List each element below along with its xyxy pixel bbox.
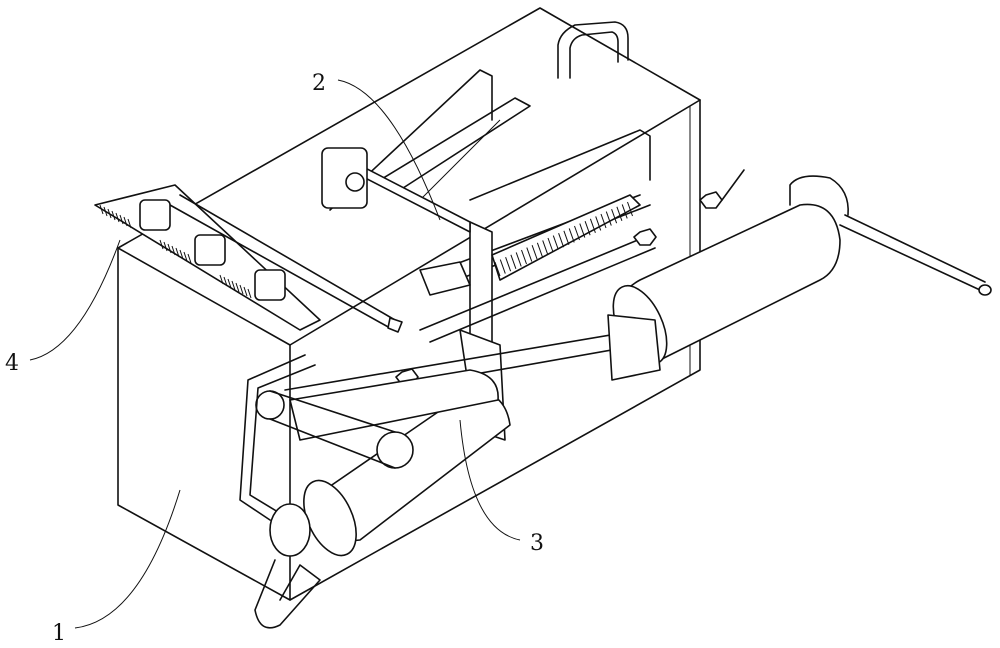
label-4: 4 bbox=[5, 351, 19, 376]
label-1: 1 bbox=[52, 621, 66, 646]
label-2: 2 bbox=[312, 71, 326, 96]
label-3: 3 bbox=[530, 531, 544, 556]
